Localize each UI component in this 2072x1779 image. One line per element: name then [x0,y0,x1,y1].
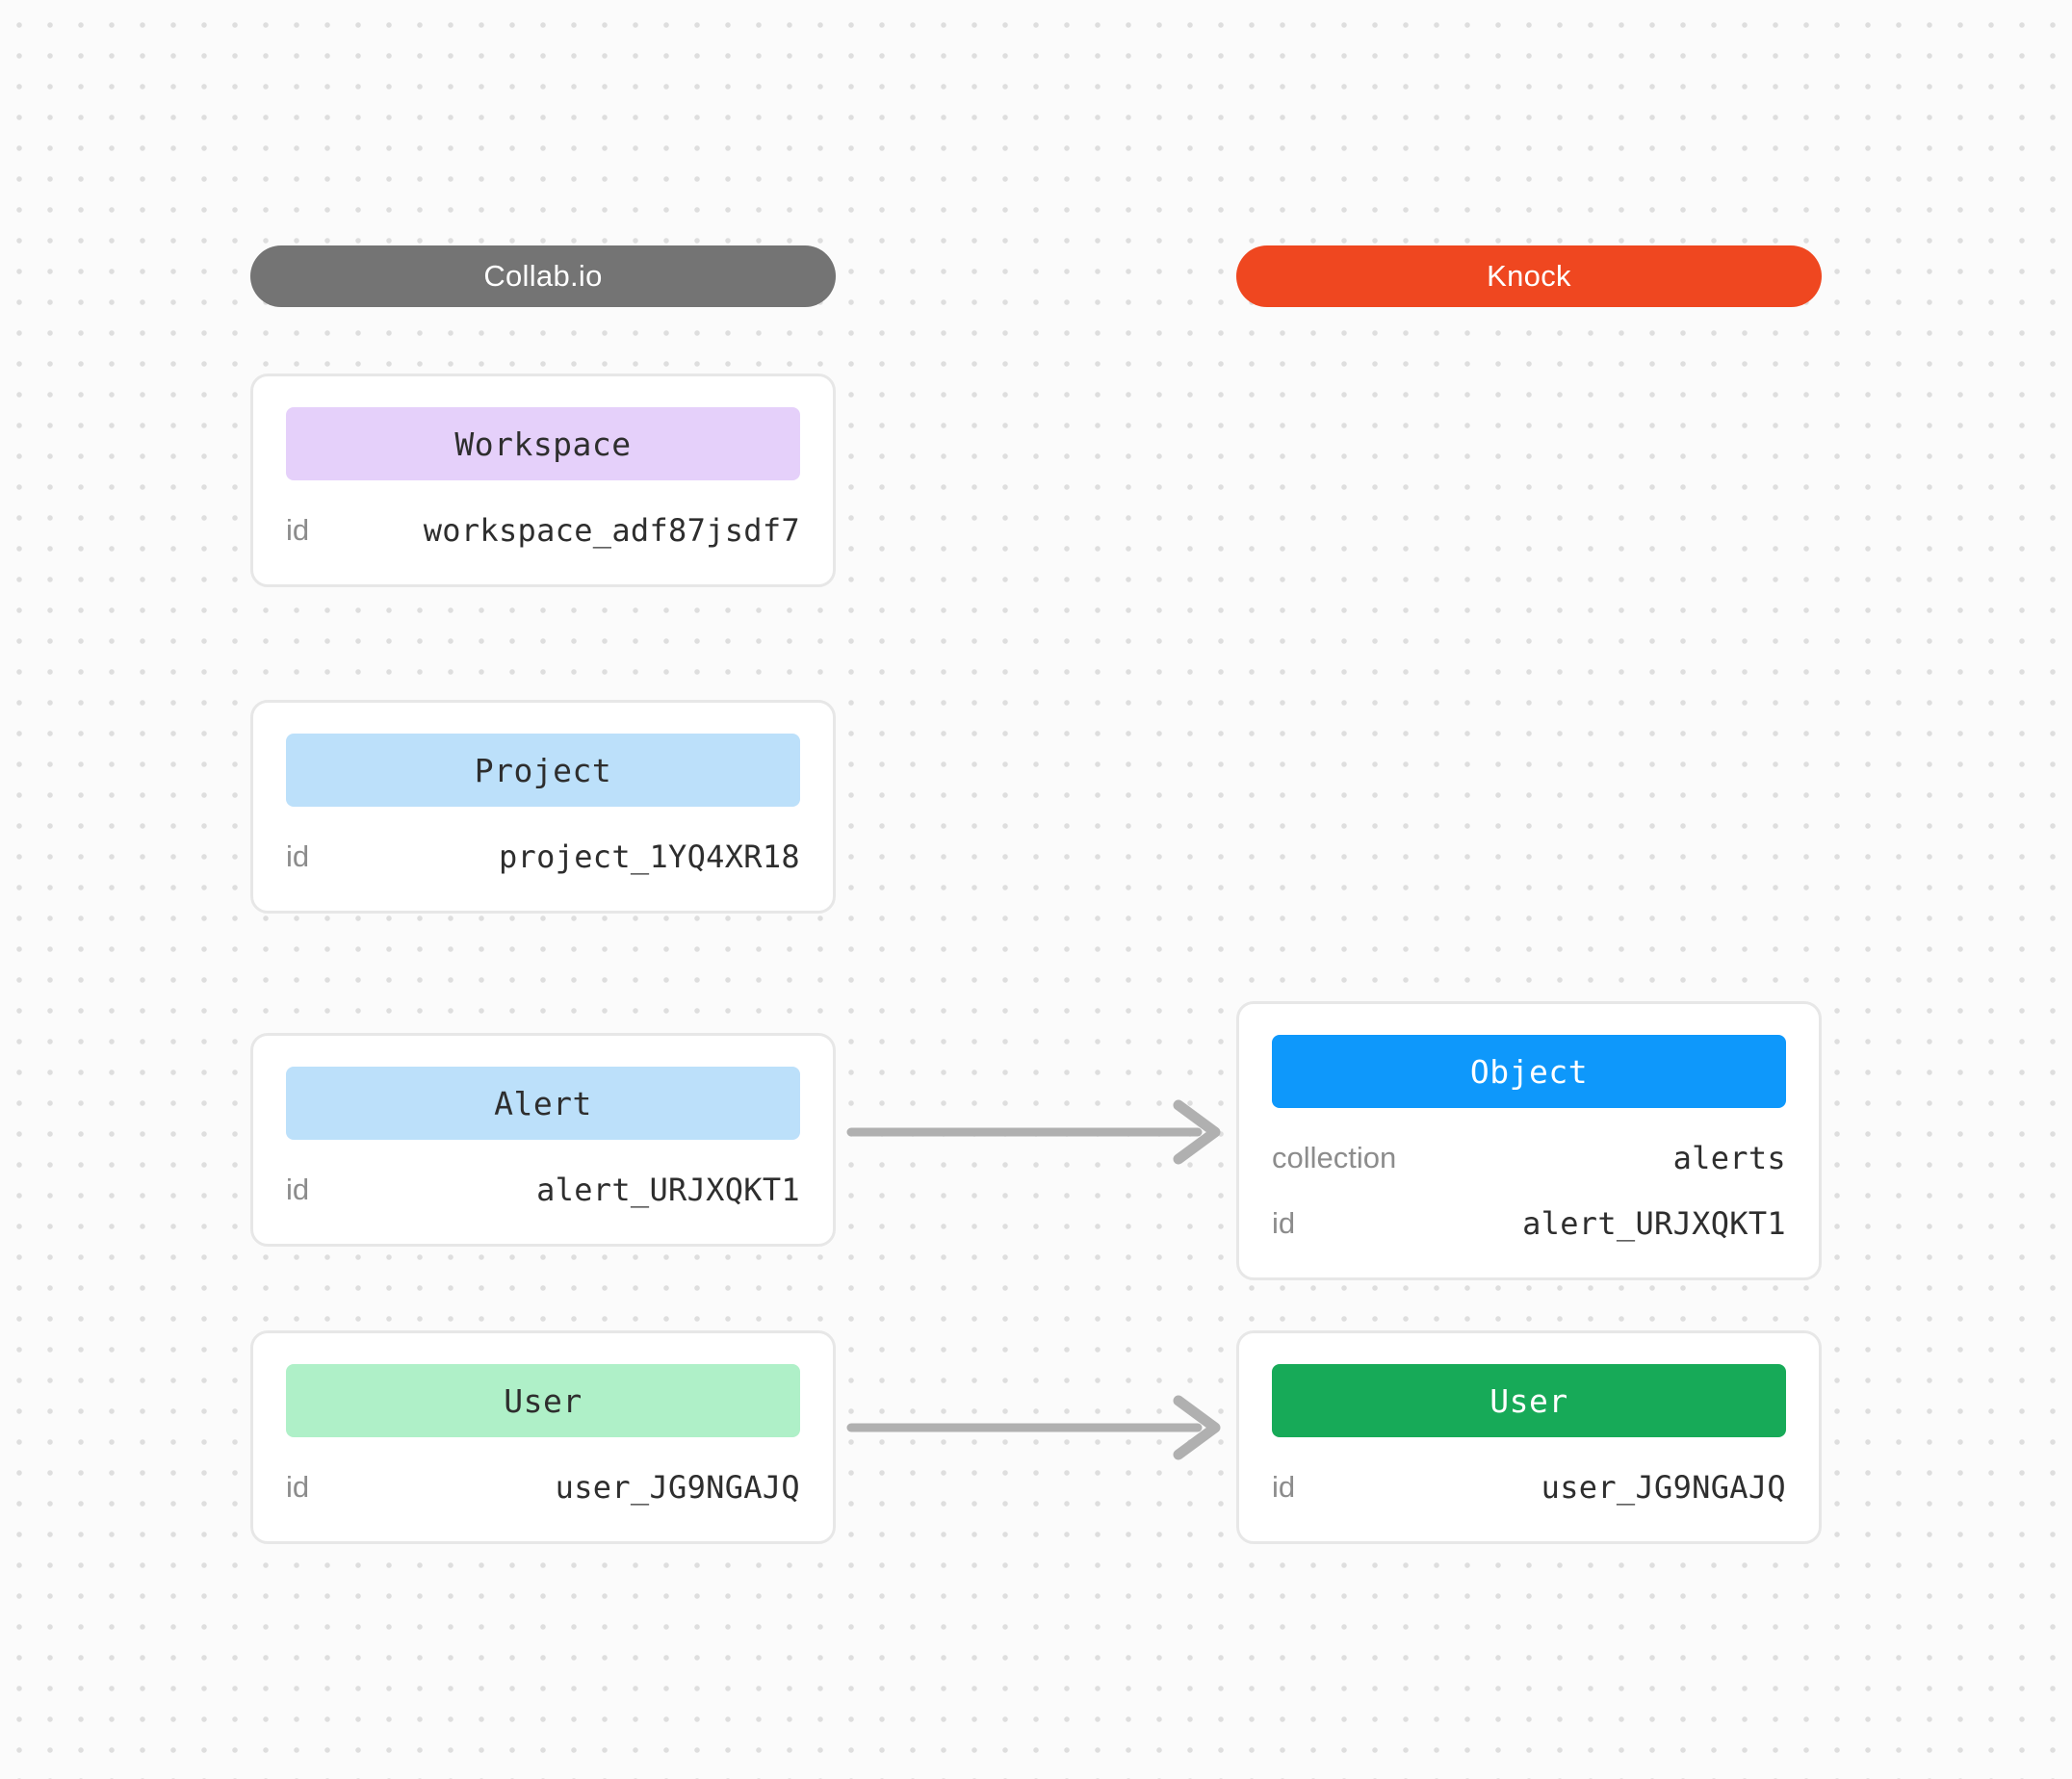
row-value: project_1YQ4XR18 [498,838,800,875]
card-user-right: User id user_JG9NGAJQ [1236,1330,1822,1544]
row-label: id [286,1173,310,1206]
arrow-alert-to-object-icon [846,1099,1221,1165]
card-alert-title: Alert [286,1067,800,1140]
card-user-right-rows: id user_JG9NGAJQ [1272,1466,1786,1508]
row-value: user_JG9NGAJQ [1541,1469,1786,1506]
card-alert: Alert id alert_URJXQKT1 [250,1033,836,1247]
row-value: alerts [1672,1140,1786,1176]
card-project: Project id project_1YQ4XR18 [250,700,836,914]
card-user-left: User id user_JG9NGAJQ [250,1330,836,1544]
row-value: workspace_adf87jsdf7 [423,512,800,549]
table-row: id project_1YQ4XR18 [286,836,800,878]
column-pill-knock-label: Knock [1487,259,1571,293]
row-label: id [286,839,310,873]
column-pill-knock: Knock [1236,245,1822,307]
card-user-left-title: User [286,1364,800,1437]
card-object: Object collection alerts id alert_URJXQK… [1236,1001,1822,1280]
column-pill-collab-io: Collab.io [250,245,836,307]
card-workspace-title: Workspace [286,407,800,480]
row-label: collection [1272,1141,1397,1174]
card-user-right-title: User [1272,1364,1786,1437]
row-value: user_JG9NGAJQ [555,1469,800,1506]
card-user-left-rows: id user_JG9NGAJQ [286,1466,800,1508]
row-label: id [1272,1206,1296,1240]
card-workspace-rows: id workspace_adf87jsdf7 [286,509,800,552]
row-label: id [286,513,310,547]
card-object-rows: collection alerts id alert_URJXQKT1 [1272,1137,1786,1245]
card-project-title: Project [286,734,800,807]
card-project-rows: id project_1YQ4XR18 [286,836,800,878]
arrow-user-to-user-icon [846,1395,1221,1460]
card-alert-rows: id alert_URJXQKT1 [286,1169,800,1211]
table-row: id alert_URJXQKT1 [1272,1202,1786,1245]
card-workspace: Workspace id workspace_adf87jsdf7 [250,374,836,587]
table-row: id user_JG9NGAJQ [286,1466,800,1508]
row-value: alert_URJXQKT1 [536,1172,800,1208]
row-label: id [1272,1470,1296,1504]
table-row: collection alerts [1272,1137,1786,1179]
column-pill-collab-io-label: Collab.io [483,259,603,293]
table-row: id user_JG9NGAJQ [1272,1466,1786,1508]
table-row: id alert_URJXQKT1 [286,1169,800,1211]
card-object-title: Object [1272,1035,1786,1108]
table-row: id workspace_adf87jsdf7 [286,509,800,552]
row-label: id [286,1470,310,1504]
row-value: alert_URJXQKT1 [1522,1205,1786,1242]
